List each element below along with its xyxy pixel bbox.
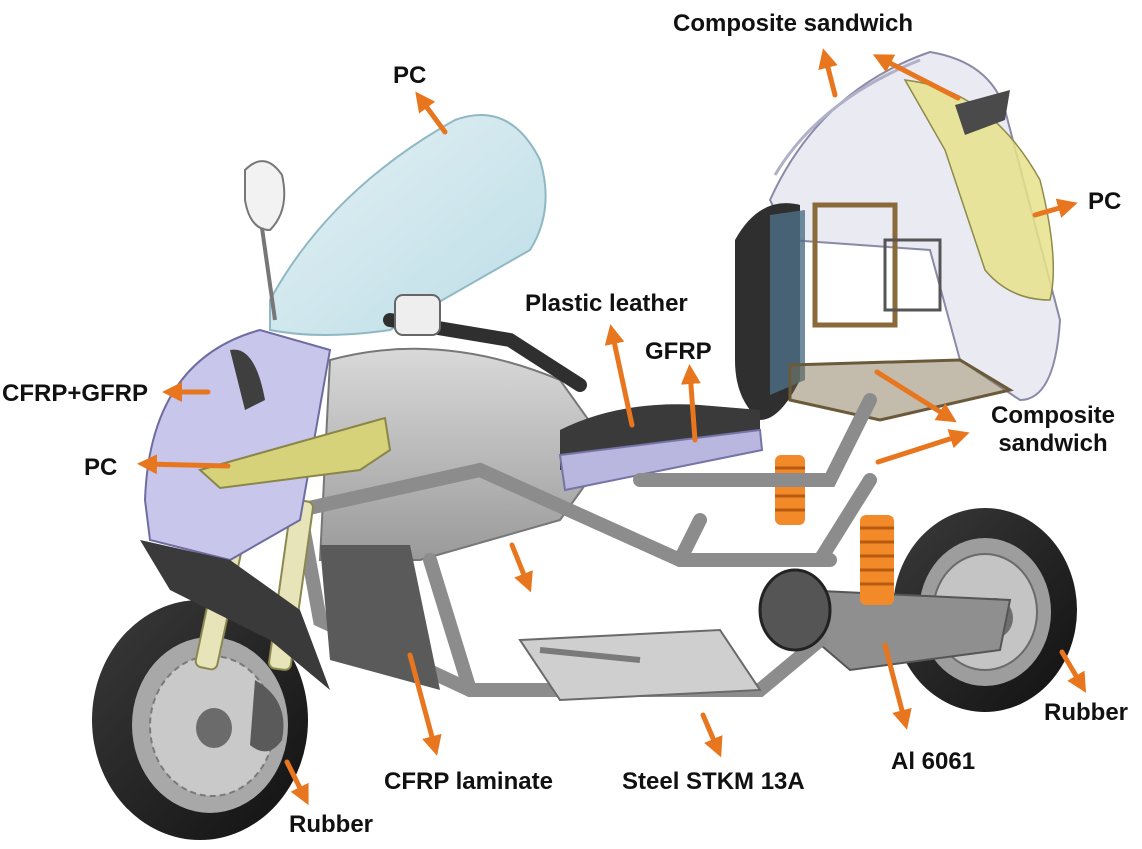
rear-shock-spring (775, 455, 894, 605)
arrow-pc-canopy (1032, 198, 1078, 218)
arrow-composite-mid-b (875, 429, 970, 465)
label-composite-sandwich-mid-line2: sandwich (998, 429, 1108, 457)
label-composite-sandwich-top: Composite sandwich (673, 10, 914, 37)
arrow-pc-headlight (137, 454, 231, 475)
label-al-6061: Al 6061 (891, 748, 976, 775)
label-rubber-front: Rubber (289, 811, 373, 838)
arrow-steel (700, 712, 723, 758)
sprocket (758, 568, 832, 652)
arrow-panel-inner (509, 542, 533, 593)
arrow-pc-windshield (415, 91, 448, 135)
lower-panel (320, 545, 440, 690)
arrow-al6061 (882, 642, 912, 730)
label-gfrp: GFRP (645, 338, 712, 365)
label-composite-sandwich-mid: Composite sandwich (968, 402, 1138, 457)
label-steel-stkm-13a: Steel STKM 13A (622, 768, 805, 795)
footrest (518, 628, 762, 702)
label-plastic-leather: Plastic leather (525, 290, 688, 317)
front-fairing (140, 328, 392, 690)
label-pc-canopy: PC (1088, 188, 1122, 215)
label-cfrp-laminate: CFRP laminate (384, 768, 553, 795)
label-pc-headlight: PC (84, 454, 118, 481)
arrow-composite-mid-a (874, 369, 957, 423)
arrow-composite-top-a (818, 48, 838, 98)
callout-arrows (137, 48, 1087, 806)
steel-frame (293, 393, 877, 697)
arrow-composite-top-b (872, 54, 961, 101)
label-cfrp-gfrp: CFRP+GFRP (2, 380, 149, 407)
mirror (244, 160, 286, 321)
arrow-rubber-front (284, 759, 309, 806)
label-composite-sandwich-mid-line1: Composite (990, 402, 1115, 429)
windshield (269, 114, 547, 336)
front-wheel (92, 600, 308, 840)
label-rubber-rear: Rubber (1044, 699, 1128, 726)
arrow-plastic-leather (604, 324, 635, 428)
arrow-gfrp (680, 364, 701, 443)
label-pc-windshield: PC (393, 62, 427, 89)
canopy-shell (768, 50, 1062, 402)
arrow-cfrp-laminate (407, 652, 442, 756)
arrow-rubber-rear (1059, 649, 1087, 693)
